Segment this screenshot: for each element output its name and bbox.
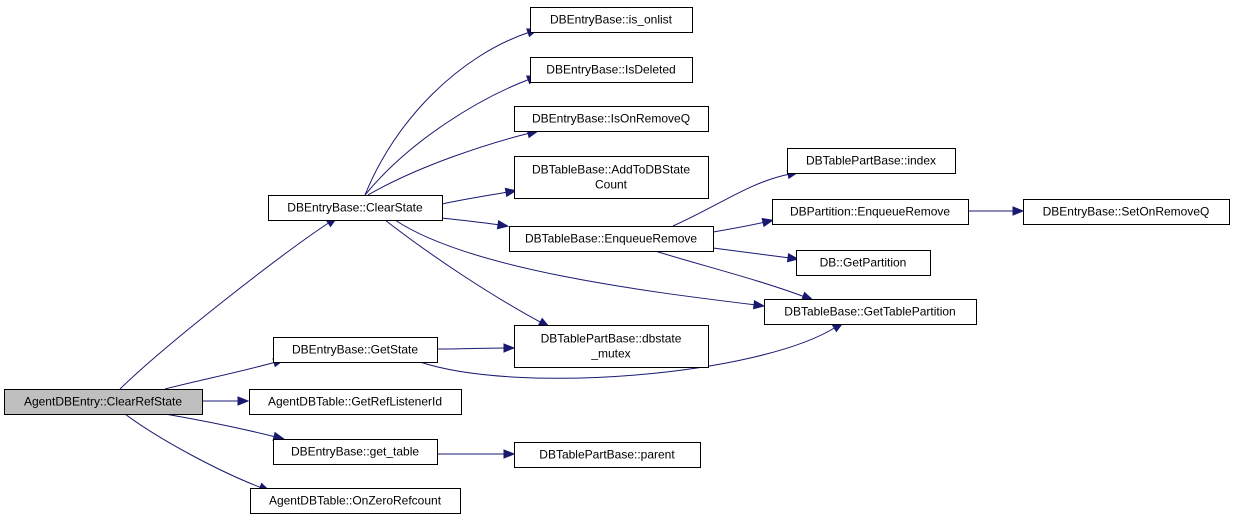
edge-arrowhead (786, 252, 800, 263)
edge-root-to-onzerorefcount (124, 413, 271, 492)
edge-arrowhead (1012, 206, 1025, 216)
node-box (268, 195, 443, 221)
node-get_table[interactable]: DBEntryBase::get_table (273, 439, 438, 465)
node-root[interactable]: AgentDBEntry::ClearRefState (4, 389, 203, 415)
node-label: DBTableBase::GetTablePartition (784, 305, 955, 319)
node-is_onlist[interactable]: DBEntryBase::is_onlist (530, 7, 693, 33)
node-onzerorefcount[interactable]: AgentDBTable::OnZeroRefcount (250, 488, 461, 514)
edge-get_table-to-parent (436, 449, 516, 459)
node-box (250, 488, 461, 514)
node-label: DB::GetPartition (820, 256, 907, 270)
node-label: DBTableBase::EnqueueRemove (525, 232, 697, 246)
node-box (787, 148, 956, 174)
edge-root-to-getstate (164, 358, 286, 390)
node-box (514, 325, 709, 368)
edge-clearstate-to-isonremoveq (367, 129, 540, 196)
node-label: DBTablePartBase::index (806, 154, 936, 168)
node-label: DBEntryBase::GetState (292, 343, 418, 357)
edge-root-to-getreflistenerid (202, 396, 250, 406)
edge-arrowhead (237, 396, 250, 406)
node-box (514, 106, 709, 132)
edge-arrowhead (752, 299, 766, 310)
node-partition_enqueueremove[interactable]: DBPartition::EnqueueRemove (772, 199, 969, 225)
node-box (796, 250, 931, 276)
node-label: DBTableBase::AddToDBState (532, 163, 690, 177)
node-box (514, 442, 701, 468)
node-box (530, 57, 693, 83)
node-label: DBEntryBase::ClearState (287, 201, 423, 215)
node-box (509, 226, 714, 252)
edge-arrowhead (496, 219, 510, 230)
node-box (249, 389, 462, 415)
edge-root-to-get_table (164, 413, 286, 441)
node-label: DBTablePartBase::parent (539, 448, 675, 462)
edge-arrowhead (801, 291, 814, 301)
edge-clearstate-to-isdeleted (364, 75, 539, 196)
edge-clearstate-to-is_onlist (364, 28, 539, 196)
node-label: DBEntryBase::IsOnRemoveQ (532, 112, 690, 126)
node-label: DBEntryBase::is_onlist (550, 13, 673, 27)
node-dbstate_mutex[interactable]: DBTablePartBase::dbstate_mutex (514, 325, 709, 368)
edge-partition_enqueueremove-to-setonremoveq (968, 206, 1025, 216)
node-box (530, 7, 693, 33)
node-getpartition[interactable]: DB::GetPartition (796, 250, 931, 276)
edge-arrowhead (503, 449, 516, 459)
node-label: _mutex (590, 347, 630, 361)
node-getreflistenerid[interactable]: AgentDBTable::GetRefListenerId (249, 389, 462, 415)
edge-arrowhead (503, 343, 516, 353)
node-label: Count (595, 178, 628, 192)
edge-getstate-to-dbstate_mutex (436, 343, 516, 353)
node-enqueueremove[interactable]: DBTableBase::EnqueueRemove (509, 226, 714, 252)
node-clearstate[interactable]: DBEntryBase::ClearState (268, 195, 443, 221)
node-getstate[interactable]: DBEntryBase::GetState (273, 337, 438, 363)
node-isonremoveq[interactable]: DBEntryBase::IsOnRemoveQ (514, 106, 709, 132)
edge-arrowhead (761, 217, 775, 228)
edge-clearstate-to-gettablepartition (394, 219, 766, 310)
node-box (273, 439, 438, 465)
node-box (514, 156, 709, 199)
node-label: DBTablePartBase::dbstate (541, 332, 682, 346)
edge-clearstate-to-enqueueremove (441, 217, 510, 230)
node-label: AgentDBTable::GetRefListenerId (268, 395, 442, 409)
node-box (1023, 199, 1230, 225)
node-setonremoveq[interactable]: DBEntryBase::SetOnRemoveQ (1023, 199, 1230, 225)
node-isdeleted[interactable]: DBEntryBase::IsDeleted (530, 57, 693, 83)
node-label: DBEntryBase::get_table (291, 445, 419, 459)
nodes-layer: AgentDBEntry::ClearRefStateDBEntryBase::… (4, 7, 1230, 514)
node-parent[interactable]: DBTablePartBase::parent (514, 442, 701, 468)
edge-arrowhead (504, 187, 518, 198)
node-index[interactable]: DBTablePartBase::index (787, 148, 956, 174)
node-box (772, 199, 969, 225)
edge-enqueueremove-to-partition_enqueueremove (712, 217, 775, 233)
node-label: DBEntryBase::SetOnRemoveQ (1043, 205, 1210, 219)
node-label: AgentDBTable::OnZeroRefcount (269, 494, 442, 508)
node-label: DBPartition::EnqueueRemove (790, 205, 950, 219)
edge-root-to-clearstate (119, 216, 338, 390)
node-box (273, 337, 438, 363)
node-label: DBEntryBase::IsDeleted (546, 63, 675, 77)
node-box (764, 299, 977, 325)
edge-clearstate-to-addtodbstatecount (441, 187, 518, 205)
node-gettablepartition[interactable]: DBTableBase::GetTablePartition (764, 299, 977, 325)
node-box (4, 389, 203, 415)
edge-enqueueremove-to-getpartition (712, 247, 800, 263)
node-label: AgentDBEntry::ClearRefState (24, 395, 182, 409)
